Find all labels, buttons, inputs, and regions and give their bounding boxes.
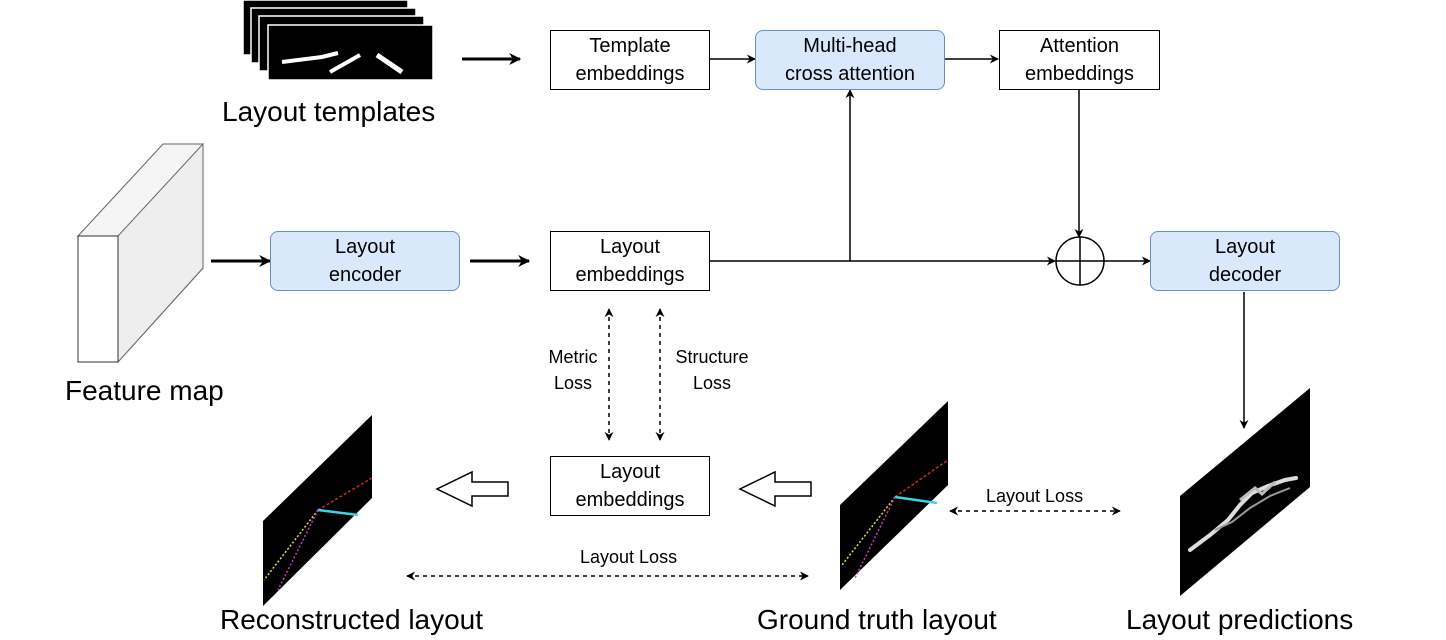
layout-loss-bottom-label: Layout Loss — [580, 547, 678, 567]
ground-truth-layout-caption: Ground truth layout — [757, 604, 997, 635]
feature-map-block — [76, 143, 205, 364]
hollow-arrow-to-reconstructed — [435, 470, 509, 508]
layout-embeddings-bottom-node: Layout embeddings — [550, 456, 710, 516]
structure-loss-label: Structure Loss — [664, 344, 760, 396]
layout-encoder-node: Layout encoder — [270, 231, 460, 291]
attention-embeddings-node: Attention embeddings — [999, 30, 1160, 90]
reconstructed-layout-image — [263, 415, 373, 606]
layout-predictions-image — [1180, 388, 1310, 596]
template-embeddings-node: Template embeddings — [550, 30, 710, 90]
hollow-arrow-to-embeddings — [738, 470, 812, 508]
sum-node — [1055, 236, 1105, 286]
layout-templates-image — [242, 0, 434, 81]
multi-head-cross-attention-node: Multi-head cross attention — [755, 30, 945, 90]
layout-templates-caption: Layout templates — [222, 96, 436, 127]
metric-loss-label: Metric Loss — [542, 344, 604, 396]
reconstructed-layout-caption: Reconstructed layout — [220, 604, 484, 635]
layout-embeddings-top-node: Layout embeddings — [550, 231, 710, 291]
layout-predictions-caption: Layout predictions — [1126, 604, 1354, 635]
ground-truth-layout-image — [840, 401, 949, 590]
feature-map-caption: Feature map — [65, 375, 224, 406]
layout-loss-right-label: Layout Loss — [986, 486, 1084, 506]
layout-decoder-node: Layout decoder — [1150, 231, 1340, 291]
